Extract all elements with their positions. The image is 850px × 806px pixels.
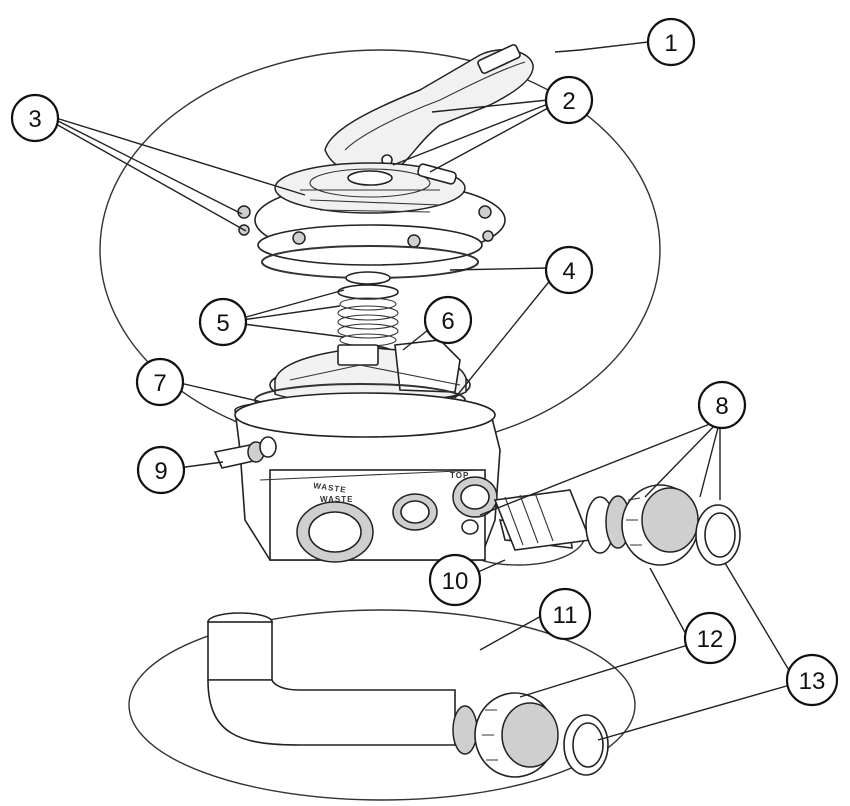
leader-lines [55, 41, 791, 741]
top-label: TOP [450, 471, 469, 480]
callout-1: 1 [646, 17, 696, 67]
callout-13-label: 13 [799, 668, 826, 695]
callout-2: 2 [544, 75, 594, 125]
valve-handle [324, 43, 534, 176]
sight-glass [213, 436, 277, 469]
callout-1-label: 1 [664, 30, 677, 57]
callout-6: 6 [423, 295, 473, 345]
callout-11-label: 11 [553, 602, 578, 629]
callout-6-label: 6 [441, 308, 454, 335]
callout-5: 5 [198, 297, 248, 347]
callout-10: 10 [428, 553, 482, 607]
callout-9: 9 [136, 445, 186, 495]
callout-12: 12 [683, 611, 737, 665]
callout-7-label: 7 [153, 370, 166, 397]
outlet-elbow-pipe [207, 612, 456, 746]
waste-lower-label: WASTE [320, 495, 353, 504]
callout-7: 7 [135, 357, 185, 407]
callout-3-label: 3 [28, 106, 41, 133]
callout-4-label: 4 [562, 258, 575, 285]
callout-2-label: 2 [562, 88, 575, 115]
callout-9-label: 9 [154, 458, 167, 485]
callout-4: 4 [544, 245, 594, 295]
callout-8-label: 8 [715, 393, 728, 420]
lid-cover [237, 162, 506, 266]
callout-13: 13 [785, 653, 839, 707]
union-oring-lower [563, 714, 609, 776]
valve-body: WASTE WASTE TOP [234, 392, 501, 563]
callout-3: 3 [10, 93, 60, 143]
outlet-pipe-ellipse [128, 609, 636, 801]
union-nut-lower [452, 692, 559, 778]
callout-5-label: 5 [216, 310, 229, 337]
callout-8: 8 [697, 380, 747, 430]
union-adaptor [493, 489, 631, 554]
callout-11: 11 [538, 587, 592, 641]
callout-10-label: 10 [442, 568, 469, 595]
union-nut-upper [621, 484, 699, 566]
union-oring-upper [695, 504, 741, 566]
callout-12-label: 12 [697, 626, 724, 653]
